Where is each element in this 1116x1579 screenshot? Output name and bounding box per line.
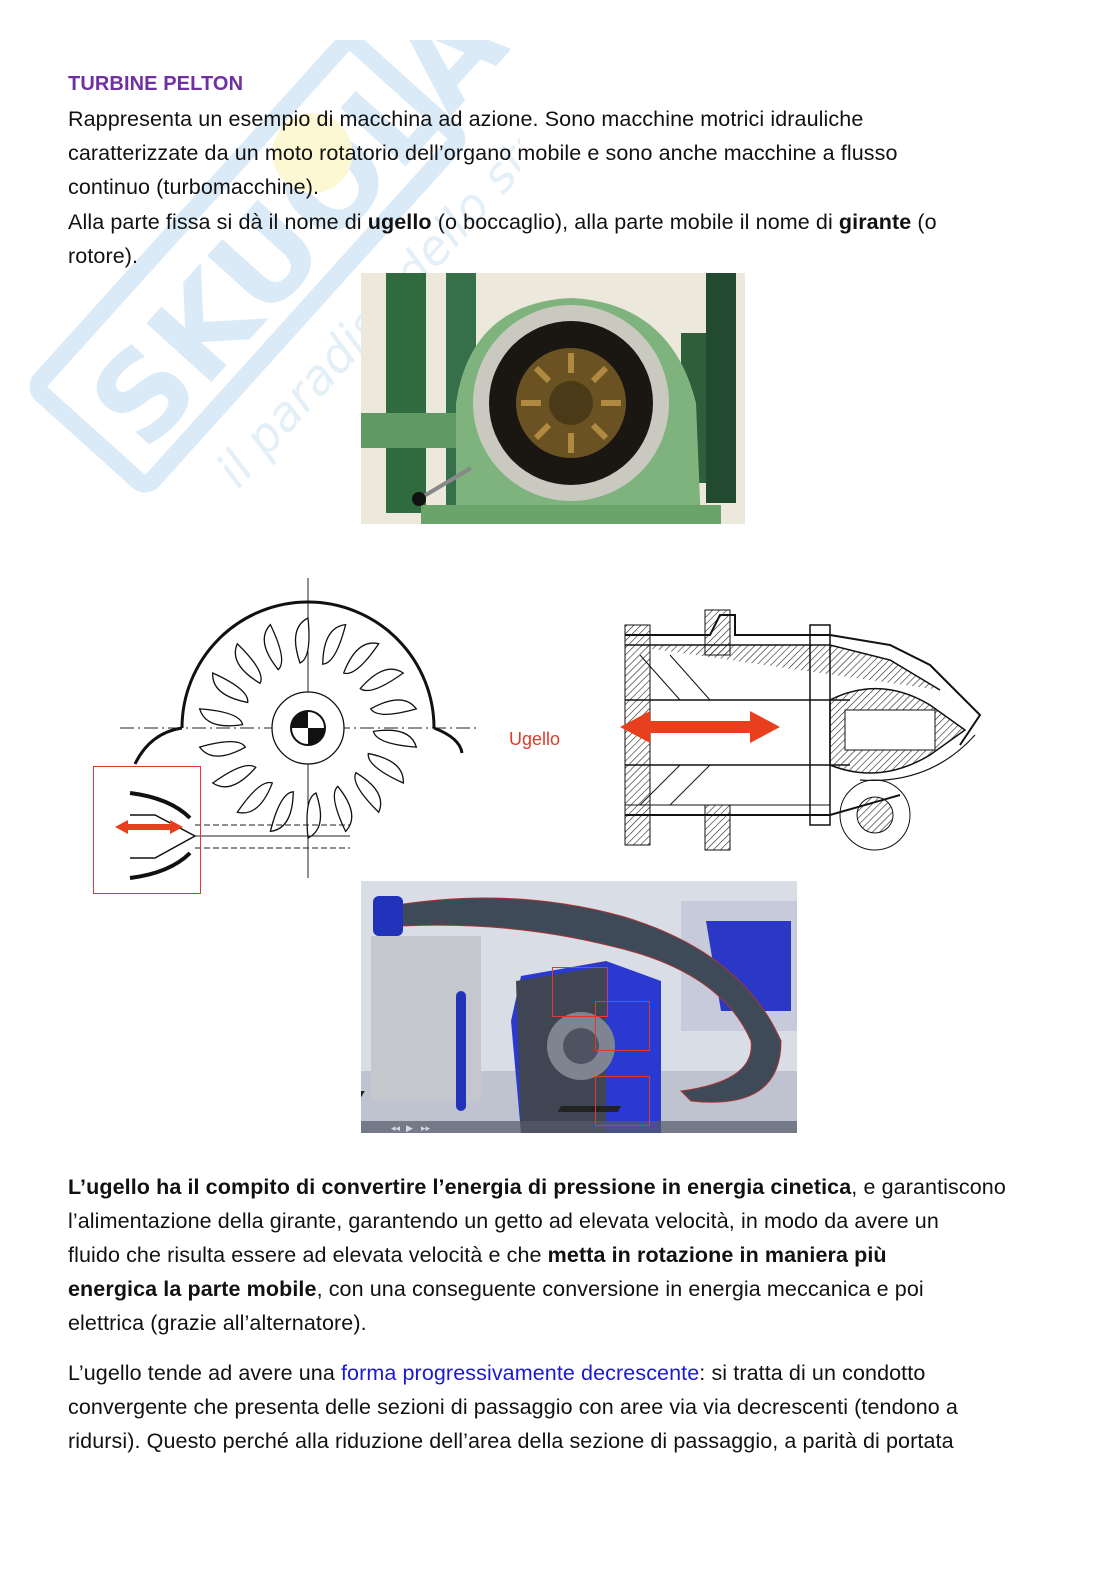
bold-phrase: energica la parte mobile xyxy=(68,1277,317,1301)
nozzle-highlight-box-2 xyxy=(595,1001,650,1051)
para1-line-3: fluido che risulta essere ad elevata vel… xyxy=(68,1238,887,1272)
para2-line-1: L’ugello tende ad avere una forma progre… xyxy=(68,1356,925,1390)
para1-line-1: L’ugello ha il compito di convertire l’e… xyxy=(68,1170,1006,1204)
page-title: TURBINE PELTON xyxy=(68,73,244,95)
svg-text:▶: ▶ xyxy=(406,1124,413,1133)
para2-line-2: convergente che presenta delle sezioni d… xyxy=(68,1395,958,1419)
text-span: (o xyxy=(911,210,937,234)
para1-line-5: elettrica (grazie all’alternatore). xyxy=(68,1311,367,1335)
svg-text:▸▸: ▸▸ xyxy=(421,1124,431,1133)
nozzle-highlight-box xyxy=(93,766,201,894)
text-span: L’ugello tende ad avere una xyxy=(68,1361,341,1385)
text-span: , con una conseguente conversione in ene… xyxy=(316,1277,924,1301)
text-span: fluido che risulta essere ad elevata vel… xyxy=(68,1243,548,1267)
text-span: : si tratta di un condotto xyxy=(699,1361,926,1385)
intro-line-1: Rappresenta un esempio di macchina ad az… xyxy=(68,107,864,131)
para2-line-3: ridursi). Questo perché alla riduzione d… xyxy=(68,1429,954,1453)
highlighted-phrase: forma progressivamente decrescente xyxy=(340,1361,700,1385)
intro-line-5: rotore). xyxy=(68,244,139,268)
bold-statement: L’ugello ha il compito di convertire l’e… xyxy=(68,1175,852,1199)
pelton-wheel-diagram xyxy=(90,578,480,898)
term-girante: girante xyxy=(838,210,912,234)
nozzle-section-diagram xyxy=(590,605,985,855)
pelton-3d-render: ◂◂ ▶ ▸▸ xyxy=(361,881,797,1133)
text-span: Alla parte fissa si dà il nome di xyxy=(68,210,368,234)
intro-line-3: continuo (turbomacchine). xyxy=(68,175,320,199)
svg-text:◂◂: ◂◂ xyxy=(391,1124,401,1133)
intro-line-4: Alla parte fissa si dà il nome di ugello… xyxy=(68,205,937,239)
term-ugello: ugello xyxy=(367,210,432,234)
bold-phrase: metta in rotazione in maniera più xyxy=(547,1243,887,1267)
nozzle-highlight-box-1 xyxy=(552,967,608,1017)
nozzle-highlight-box-3 xyxy=(595,1076,650,1126)
para1-line-4: energica la parte mobile, con una conseg… xyxy=(68,1272,924,1306)
text-span: (o boccaglio), alla parte mobile il nome… xyxy=(431,210,839,234)
text-span: , e garantiscono xyxy=(851,1175,1006,1199)
intro-line-2: caratterizzate da un moto rotatorio dell… xyxy=(68,141,898,165)
ugello-label: Ugello xyxy=(509,729,561,749)
para1-line-2: l’alimentazione della girante, garantend… xyxy=(68,1209,939,1233)
pelton-turbine-photo xyxy=(361,273,745,524)
